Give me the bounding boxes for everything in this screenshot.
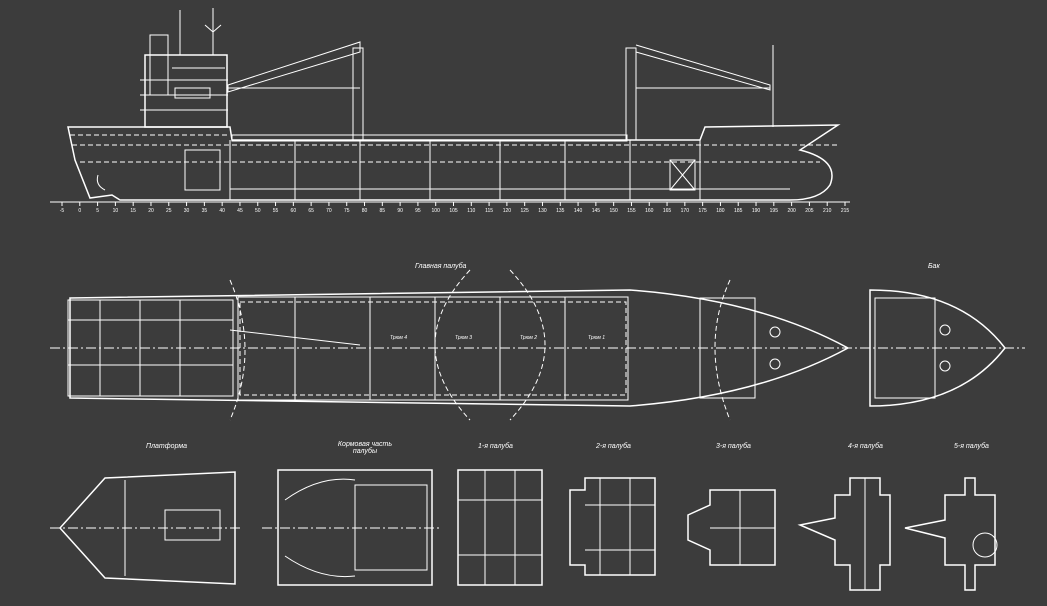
frame-number: 55 (273, 208, 279, 214)
accommodation-block (67, 299, 234, 397)
superstructure (140, 8, 228, 128)
frame-number: 85 (380, 208, 386, 214)
deck-4-plan (797, 477, 891, 591)
frame-number: 130 (538, 208, 547, 214)
frame-number: 100 (432, 208, 441, 214)
frame-number: 170 (681, 208, 690, 214)
deck-3-plan (687, 489, 776, 566)
frame-number: 20 (148, 208, 154, 214)
hold-label: Трюм 1 (588, 335, 606, 341)
forecastle-plan (860, 289, 1025, 407)
aft-deck-title: Кормовая часть палубы (337, 441, 393, 455)
frame-number: 150 (609, 208, 618, 214)
frame-number: 125 (521, 208, 530, 214)
frame-scale-ticks: -5 0 5 10 15 20 25 30 35 40 45 50 55 60 65 70 75 80 85 90 95… (60, 202, 850, 214)
forecastle-house (699, 297, 756, 399)
frame-number: 30 (184, 208, 190, 214)
hold-label: Трюм 2 (520, 335, 538, 341)
frame-number: 185 (734, 208, 743, 214)
hold-bulkheads (229, 140, 701, 200)
frame-number: 95 (415, 208, 421, 214)
frame-number: 65 (308, 208, 314, 214)
profile-view: -5 0 5 10 15 20 25 30 35 40 45 50 55 60 65 70 75 80 85 90 95… (50, 8, 850, 214)
deck-1-plan (457, 469, 543, 586)
frame-number: 5 (96, 208, 99, 214)
frame-number: 10 (113, 208, 119, 214)
frame-number: 25 (166, 208, 172, 214)
frame-number: 15 (130, 208, 136, 214)
crane-fwd (625, 44, 771, 141)
frame-number: 200 (787, 208, 796, 214)
funnel (149, 34, 169, 96)
main-deck-title: Главная палуба (415, 263, 467, 270)
crane-swing-arc (434, 269, 471, 421)
deck-5-plan (904, 477, 998, 591)
deck-2-plan (569, 477, 656, 576)
crane-swing-arc (714, 279, 731, 421)
crane-swing-arc (229, 279, 246, 421)
frame-number: 140 (574, 208, 583, 214)
frame-number: 110 (467, 208, 475, 214)
platform-plan (50, 471, 240, 585)
deck-4-title: 4-я палуба (848, 443, 883, 450)
frame-number: 160 (645, 208, 654, 214)
frame-number: 115 (485, 208, 493, 214)
frame-number: 70 (326, 208, 332, 214)
frame-number: 165 (663, 208, 672, 214)
deck-2-title: 2-я палуба (596, 443, 631, 450)
frame-number: 180 (716, 208, 725, 214)
frame-number: 145 (592, 208, 601, 214)
frame-number: 195 (770, 208, 779, 214)
frame-number: 40 (219, 208, 225, 214)
frame-number: 0 (78, 208, 81, 214)
frame-number: -5 (60, 208, 65, 214)
frame-number: 205 (805, 208, 814, 214)
platform-title: Платформа (146, 443, 188, 450)
frame-number: 60 (291, 208, 297, 214)
frame-number: 120 (503, 208, 512, 214)
deck-3-title: 3-я палуба (716, 443, 751, 450)
engine (184, 149, 221, 191)
frame-number: 80 (362, 208, 368, 214)
hatch-covers (231, 134, 628, 142)
frame-number: 105 (449, 208, 458, 214)
frame-number: 45 (237, 208, 243, 214)
crane-swing-arc (509, 269, 546, 421)
frame-number: 90 (397, 208, 403, 214)
frame-number: 190 (752, 208, 761, 214)
main-deck-plan (50, 269, 860, 421)
frame-number: 50 (255, 208, 261, 214)
frame-number: 135 (556, 208, 565, 214)
bow-thruster-room (669, 159, 696, 191)
frame-number: 215 (841, 208, 850, 214)
aft-deck-part-plan (262, 469, 440, 586)
frame-number: 210 (823, 208, 832, 214)
deck-5-title: 5-я палуба (954, 443, 989, 450)
propeller (96, 174, 106, 191)
crane-aft (227, 41, 364, 141)
cargo-hold-area (237, 296, 629, 401)
deck-1-title: 1-я палуба (478, 443, 513, 450)
forecastle-title: Бак (928, 263, 940, 270)
accommodation-rooms (68, 300, 233, 396)
crane-jib-plan (229, 329, 361, 346)
frame-number: 155 (627, 208, 636, 214)
frame-number: 175 (698, 208, 707, 214)
frame-number: 75 (344, 208, 350, 214)
hold-label: Трюм 3 (455, 335, 473, 341)
hold-label: Трюм 4 (390, 335, 408, 341)
hull-outline (67, 124, 841, 201)
frame-number: 35 (202, 208, 208, 214)
